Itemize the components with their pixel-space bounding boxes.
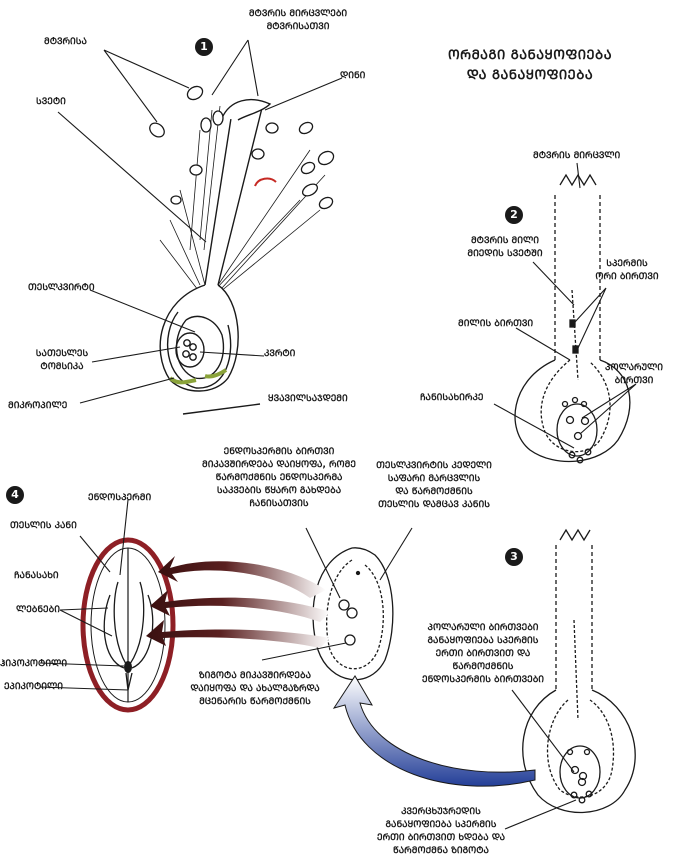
label-zyg-l3: ᲛᲪᲔᲜᲐᲠᲘᲡ ᲬᲐᲠᲛᲝᲥᲛᲜᲘᲡ xyxy=(190,696,320,709)
step-1-badge: 1 xyxy=(195,38,213,56)
step-4-badge: 4 xyxy=(6,486,24,504)
label-ovary-wall: ᲗᲔᲡᲚᲙᲕᲘᲠᲢᲘᲡ ᲙᲔᲓᲔᲚᲘ ᲡᲐᲤᲐᲠᲘ ᲛᲐᲠᲪᲕᲚᲘᲡ ᲓᲐ ᲬᲐ… xyxy=(370,460,498,512)
label-zyg-l1: ᲖᲘᲒᲝᲢᲐ ᲛᲘᲙᲐᲕᲨᲘᲠᲓᲔᲑᲐ xyxy=(190,670,320,683)
label-epicotyl: ᲔᲞᲘᲙᲝᲢᲘᲚᲘ xyxy=(4,681,63,694)
label-sperm-nuclei: ᲡᲞᲔᲠᲛᲘᲡ ᲝᲠᲘ ᲑᲘᲠᲗᲕᲘ xyxy=(592,258,662,284)
label-egg-l1: ᲙᲕᲔᲠᲪᲮᲣᲯᲠᲔᲓᲘᲡ xyxy=(366,806,516,819)
label-polar-2-l2: ᲑᲘᲠᲗᲕᲘ xyxy=(600,375,668,388)
label-embryo-sac-1-l2: ᲢᲝᲛᲡᲘᲙᲐ xyxy=(22,361,102,374)
label-stigma: ᲓᲘᲜᲘ xyxy=(340,70,365,83)
label-ovary: ᲗᲔᲡᲚᲙᲕᲘᲠᲢᲘ xyxy=(28,282,95,295)
label-pollen-tube-l2: ᲛᲘᲔᲓᲘᲡ ᲡᲕᲔᲢᲨᲘ xyxy=(460,248,550,261)
label-pollen-tubes-l1: ᲛᲢᲕᲠᲘᲡ ᲛᲘᲠᲪᲕᲚᲔᲑᲘ xyxy=(218,8,378,21)
label-polar-3-l5: ᲔᲜᲓᲝᲡᲞᲔᲠᲛᲘᲡ ᲑᲘᲠᲗᲕᲔᲑᲘ xyxy=(408,674,558,687)
title-line-1: ᲝᲠᲛᲐᲒᲘ ᲒᲐᲜᲐᲧᲝᲤᲘᲔᲑᲐ xyxy=(400,46,660,66)
label-style: ᲡᲕᲔᲢᲘ xyxy=(36,96,66,109)
label-hypocotyl: ᲰᲘᲞᲝᲙᲝᲢᲘᲚᲘ xyxy=(0,658,67,671)
label-egg-l2: ᲒᲐᲜᲐᲧᲝᲤᲘᲔᲑᲐ ᲡᲞᲔᲠᲛᲘᲡ xyxy=(366,819,516,832)
label-zyg-l2: ᲓᲐᲘᲧᲝᲤᲐ ᲓᲐ ᲐᲮᲐᲚᲒᲐᲖᲠᲓᲐ xyxy=(190,683,320,696)
label-tube-tip: ᲛᲢᲕᲠᲘᲡ ᲛᲘᲠᲪᲕᲚᲘ xyxy=(533,150,620,163)
label-embryo-sac-2: ᲩᲐᲜᲘᲡᲐᲮᲘᲠᲙᲔ xyxy=(420,392,483,405)
label-embryo-sac-1-l1: ᲡᲐᲗᲔᲡᲚᲔᲡ xyxy=(22,348,102,361)
label-endosperm: ᲔᲜᲓᲝᲡᲞᲔᲠᲛᲘ xyxy=(88,492,151,505)
label-polar-fusion: ᲞᲝᲚᲐᲠᲣᲚᲘ ᲑᲘᲠᲗᲕᲔᲑᲘ ᲒᲐᲜᲐᲧᲝᲤᲘᲔᲑᲐ ᲡᲞᲔᲠᲛᲘᲡ ᲔᲠ… xyxy=(408,622,558,687)
label-polar-nuclei-2: ᲞᲝᲚᲐᲠᲣᲚᲘ ᲑᲘᲠᲗᲕᲘ xyxy=(600,362,668,388)
label-polar-3-l3: ᲔᲠᲗᲘ ᲑᲘᲠᲗᲕᲘᲗ ᲓᲐ xyxy=(408,648,558,661)
step-3-badge: 3 xyxy=(505,548,523,566)
step-2-badge: 2 xyxy=(505,206,523,224)
label-polar-2-l1: ᲞᲝᲚᲐᲠᲣᲚᲘ xyxy=(600,362,668,375)
label-pollen-tube-in-style: ᲛᲢᲕᲠᲘᲡ ᲛᲘᲚᲘ ᲛᲘᲔᲓᲘᲡ ᲡᲕᲔᲢᲨᲘ xyxy=(460,235,550,261)
label-ovary-l2: ᲡᲐᲤᲐᲠᲘ ᲛᲐᲠᲪᲕᲚᲘᲡ xyxy=(370,473,498,486)
label-zygote-divides: ᲖᲘᲒᲝᲢᲐ ᲛᲘᲙᲐᲕᲨᲘᲠᲓᲔᲑᲐ ᲓᲐᲘᲧᲝᲤᲐ ᲓᲐ ᲐᲮᲐᲚᲒᲐᲖᲠᲓ… xyxy=(190,670,320,709)
label-sperm-l2: ᲝᲠᲘ ᲑᲘᲠᲗᲕᲘ xyxy=(592,271,662,284)
label-endo-l4: ᲡᲐᲙᲕᲔᲑᲘᲡ ᲬᲧᲐᲠᲝ ᲒᲐᲮᲓᲔᲑᲐ xyxy=(188,485,370,498)
blue-arrow xyxy=(334,676,535,786)
label-micropyle: ᲛᲘᲙᲠᲝᲞᲘᲚᲔ xyxy=(8,400,67,413)
label-ovary-l1: ᲗᲔᲡᲚᲙᲕᲘᲠᲢᲘᲡ ᲙᲔᲓᲔᲚᲘ xyxy=(370,460,498,473)
label-sperm-l1: ᲡᲞᲔᲠᲛᲘᲡ xyxy=(592,258,662,271)
label-embryo-sac-1: ᲡᲐᲗᲔᲡᲚᲔᲡ ᲢᲝᲛᲡᲘᲙᲐ xyxy=(22,348,102,374)
label-seed-coat: ᲗᲔᲡᲚᲘᲡ ᲙᲐᲜᲘ xyxy=(10,520,77,533)
label-endo-l5: ᲩᲐᲜᲘᲡᲐᲗᲕᲘᲡ xyxy=(188,498,370,511)
label-pollen-grains: ᲛᲢᲕᲠᲘᲡᲐ xyxy=(44,36,87,49)
label-polar-3-l4: ᲬᲐᲠᲛᲝᲥᲛᲜᲘᲡ xyxy=(408,661,558,674)
title-line-2: ᲓᲐ ᲒᲐᲜᲐᲧᲝᲤᲘᲔᲑᲐ xyxy=(400,66,660,86)
label-tube-nucleus: ᲛᲘᲚᲘᲡ ᲑᲘᲠᲗᲕᲘ xyxy=(458,318,533,331)
label-endo-l3: ᲬᲐᲠᲛᲝᲥᲛᲜᲘᲡ ᲔᲜᲓᲝᲡᲞᲔᲠᲛᲐ xyxy=(188,472,370,485)
label-egg-fusion: ᲙᲕᲔᲠᲪᲮᲣᲯᲠᲔᲓᲘᲡ ᲒᲐᲜᲐᲧᲝᲤᲘᲔᲑᲐ ᲡᲞᲔᲠᲛᲘᲡ ᲔᲠᲗᲘ Ბ… xyxy=(366,806,516,858)
label-polar-3-l2: ᲒᲐᲜᲐᲧᲝᲤᲘᲔᲑᲐ ᲡᲞᲔᲠᲛᲘᲡ xyxy=(408,635,558,648)
red-pollen-tube xyxy=(255,179,276,186)
label-endo-l2: ᲛᲘᲙᲐᲕᲨᲘᲠᲓᲔᲑᲐ ᲓᲐᲘᲧᲝᲤᲐ, ᲠᲝᲛᲔ xyxy=(188,459,370,472)
label-receptacle: ᲧᲕᲐᲕᲘᲚᲡᲐᲯᲓᲔᲛᲘ xyxy=(268,393,348,406)
panel1-pistil xyxy=(160,100,325,414)
label-ovary-l3: ᲓᲐ ᲬᲐᲠᲛᲝᲥᲛᲜᲘᲡ xyxy=(370,486,498,499)
label-embryo: ᲩᲐᲜᲐᲡᲐᲮᲘ xyxy=(14,570,59,583)
label-polar-3-l1: ᲞᲝᲚᲐᲠᲣᲚᲘ ᲑᲘᲠᲗᲕᲔᲑᲘ xyxy=(408,622,558,635)
label-ovule: ᲙᲕᲠᲢᲘ xyxy=(264,348,295,361)
label-pollen-tubes-l2: ᲛᲢᲕᲠᲘᲡᲐᲗᲕᲘ xyxy=(218,21,378,34)
label-egg-l4: ᲬᲐᲠᲛᲝᲥᲛᲜᲐ ᲖᲘᲒᲝᲢᲐ xyxy=(366,845,516,858)
label-endo-l1: ᲔᲜᲓᲝᲡᲞᲔᲠᲛᲘᲡ ᲑᲘᲠᲗᲕᲘ xyxy=(188,446,370,459)
label-ovary-l4: ᲗᲔᲡᲚᲘᲡ ᲓᲐᲛᲪᲐᲕ ᲙᲐᲜᲘᲡ xyxy=(370,499,498,512)
diagram-title: ᲝᲠᲛᲐᲒᲘ ᲒᲐᲜᲐᲧᲝᲤᲘᲔᲑᲐ ᲓᲐ ᲒᲐᲜᲐᲧᲝᲤᲘᲔᲑᲐ xyxy=(400,46,660,86)
label-cotyledons: ᲚᲔᲑᲜᲔᲑᲘ xyxy=(16,604,60,617)
label-pollen-tubes: ᲛᲢᲕᲠᲘᲡ ᲛᲘᲠᲪᲕᲚᲔᲑᲘ ᲛᲢᲕᲠᲘᲡᲐᲗᲕᲘ xyxy=(218,8,378,34)
label-endosperm-nucleus: ᲔᲜᲓᲝᲡᲞᲔᲠᲛᲘᲡ ᲑᲘᲠᲗᲕᲘ ᲛᲘᲙᲐᲕᲨᲘᲠᲓᲔᲑᲐ ᲓᲐᲘᲧᲝᲤᲐ,… xyxy=(188,446,370,511)
red-arrows xyxy=(146,556,330,648)
label-pollen-tube-l1: ᲛᲢᲕᲠᲘᲡ ᲛᲘᲚᲘ xyxy=(460,235,550,248)
label-egg-l3: ᲔᲠᲗᲘ ᲑᲘᲠᲗᲕᲘᲗ ᲮᲓᲔᲑᲐ ᲓᲐ xyxy=(366,832,516,845)
